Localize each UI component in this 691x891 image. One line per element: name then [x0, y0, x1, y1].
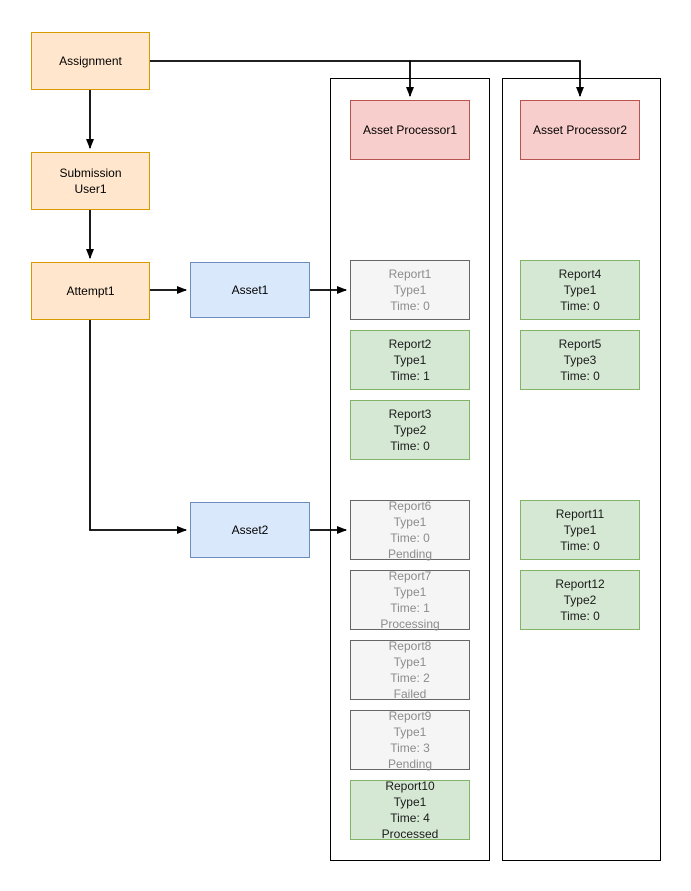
- report-name: Report7: [388, 569, 432, 583]
- report-type: Type1: [393, 283, 427, 297]
- node-submission[interactable]: Submission User1: [31, 152, 150, 210]
- report-type: Type2: [393, 423, 427, 437]
- report-status: Processing: [380, 617, 440, 631]
- report-type: Type1: [563, 283, 597, 297]
- report-name: Report1: [388, 267, 432, 281]
- node-assignment-label: Assignment: [59, 54, 122, 68]
- report-time: Time: 0: [390, 531, 430, 545]
- report-status: Processed: [381, 827, 439, 841]
- report-status: Pending: [387, 757, 433, 771]
- report-name: Report6: [388, 499, 432, 513]
- node-asset1[interactable]: Asset1: [190, 262, 310, 318]
- node-asset2[interactable]: Asset2: [190, 502, 310, 558]
- report-name: Report4: [558, 267, 602, 281]
- report-type: Type1: [563, 523, 597, 537]
- report-time: Time: 0: [560, 299, 600, 313]
- report-type: Type1: [393, 585, 427, 599]
- node-asset1-label: Asset1: [231, 283, 269, 297]
- report-type: Type1: [393, 795, 427, 809]
- node-submission-label: Submission: [59, 166, 122, 180]
- report-type: Type3: [563, 353, 597, 367]
- report-type: Type1: [393, 655, 427, 669]
- report-type: Type1: [393, 353, 427, 367]
- report-time: Time: 0: [560, 609, 600, 623]
- report-time: Time: 1: [390, 601, 430, 615]
- report-name: Report10: [385, 779, 435, 793]
- report-name: Report9: [388, 709, 432, 723]
- report-time: Time: 3: [390, 741, 430, 755]
- report-name: Report12: [555, 577, 605, 591]
- node-asset-processor2[interactable]: Asset Processor2: [520, 100, 640, 160]
- report-time: Time: 4: [390, 811, 430, 825]
- report-time: Time: 0: [560, 539, 600, 553]
- node-asset2-label: Asset2: [231, 523, 269, 537]
- report-name: Report2: [388, 337, 432, 351]
- node-asset-processor1-label: Asset Processor1: [362, 123, 458, 137]
- report-name: Report11: [555, 507, 605, 521]
- report-time: Time: 0: [390, 299, 430, 313]
- report-type: Type1: [393, 725, 427, 739]
- report-time: Time: 0: [390, 439, 430, 453]
- node-attempt1[interactable]: Attempt1: [31, 262, 150, 320]
- report-status: Failed: [393, 687, 427, 701]
- report-time: Time: 2: [390, 671, 430, 685]
- node-asset-processor1[interactable]: Asset Processor1: [350, 100, 470, 160]
- node-attempt1-label: Attempt1: [66, 284, 115, 298]
- edge-attempt1-to-asset2: [89, 320, 187, 534]
- report-name: Report8: [388, 639, 432, 653]
- report-type: Type2: [563, 593, 597, 607]
- report-status: Pending: [387, 547, 433, 561]
- node-asset-processor2-label: Asset Processor2: [532, 123, 628, 137]
- report-time: Time: 0: [560, 369, 600, 383]
- processor2-container: [502, 78, 661, 861]
- report-type: Type1: [393, 515, 427, 529]
- node-submission-user: User1: [74, 182, 107, 196]
- report-name: Report5: [558, 337, 602, 351]
- node-assignment[interactable]: Assignment: [31, 32, 150, 90]
- report-time: Time: 1: [390, 369, 430, 383]
- report-name: Report3: [388, 407, 432, 421]
